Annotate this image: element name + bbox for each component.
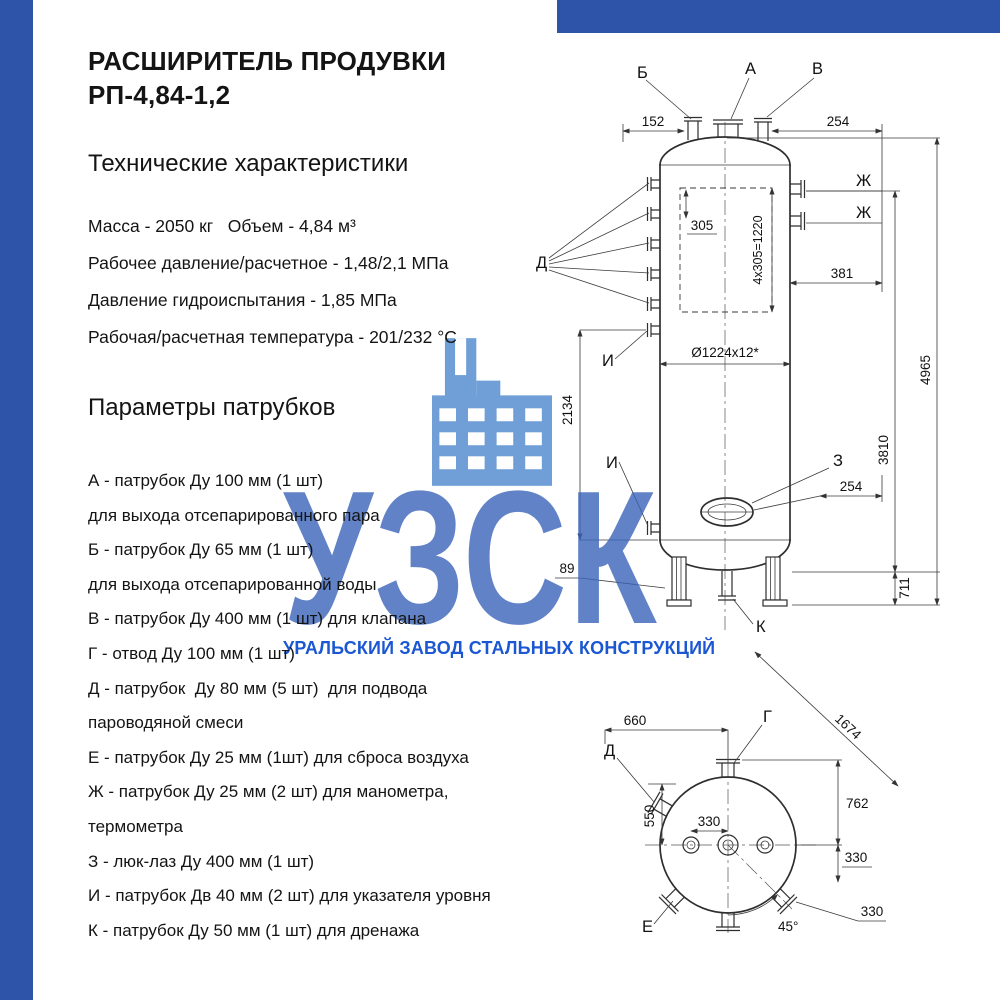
dim-4965: 4965 <box>918 355 933 385</box>
dim-550: 550 <box>642 805 657 828</box>
label-k: К <box>756 618 766 636</box>
dim-1674: 1674 <box>832 711 865 743</box>
nozzle-list: А - патрубок Ду 100 мм (1 шт) для выхода… <box>88 464 491 948</box>
vessel-outline <box>659 136 791 571</box>
radial-nozzles <box>647 758 798 932</box>
support-legs <box>666 556 788 607</box>
center-nozzles <box>682 834 774 856</box>
front-view: Б А В 152 254 Ж Ж 381 <box>536 60 940 636</box>
bottom-view: 330 660 Г Д 550 762 330 <box>604 651 899 936</box>
technical-drawing: Б А В 152 254 Ж Ж 381 <box>536 60 940 936</box>
tech-specs-heading: Технические характеристики <box>88 150 409 177</box>
nozzle-item: К - патрубок Ду 50 мм (1 шт) для дренажа <box>88 920 420 940</box>
label-z: З <box>833 452 843 470</box>
nozzle-item: для выхода отсепарированного пара <box>88 505 380 525</box>
label-v: В <box>812 60 823 78</box>
dim-4x305: 4x305=1220 <box>751 215 765 284</box>
dim-762: 762 <box>846 796 869 811</box>
nozzle-item: И - патрубок Дв 40 мм (2 шт) для указате… <box>88 886 491 906</box>
dim-254-manhole: 254 <box>840 479 863 494</box>
nozzle-b <box>684 116 702 140</box>
tech-specs-list: Масса - 2050 кг Объем - 4,84 м³ Рабочее … <box>88 208 457 356</box>
dim-shell: Ø1224x12* <box>691 345 759 360</box>
nozzle-item: З - люк-лаз Ду 400 мм (1 шт) <box>88 851 315 871</box>
dim-152: 152 <box>642 114 665 129</box>
nozzle-item: А - патрубок Ду 100 мм (1 шт) <box>88 471 324 490</box>
dim-305: 305 <box>691 218 714 233</box>
nozzle-zh-lower <box>790 212 806 230</box>
manhole <box>700 497 754 527</box>
label-d-front: Д <box>536 254 547 272</box>
nozzle-item: В - патрубок Ду 400 мм (1 шт) для клапан… <box>88 609 427 629</box>
nozzle-i-upper <box>646 323 660 337</box>
dim-330-right: 330 <box>845 850 868 865</box>
dim-330-corner: 330 <box>861 904 884 919</box>
factory-icon <box>432 338 552 486</box>
label-g: Г <box>763 708 772 726</box>
nozzle-params-heading: Параметры патрубков <box>88 394 336 421</box>
label-e: Е <box>642 918 653 936</box>
dim-89: 89 <box>559 561 574 576</box>
dim-711: 711 <box>897 577 912 599</box>
nozzle-item: пароводяной смеси <box>88 713 244 733</box>
nozzle-i-lower <box>646 521 660 535</box>
top-accent-bar <box>557 0 1000 33</box>
left-accent-bar <box>0 0 33 1000</box>
nozzle-item: для выхода отсепарированной воды <box>88 574 377 594</box>
label-zh-upper: Ж <box>856 172 872 190</box>
spec-line: Рабочее давление/расчетное - 1,48/2,1 МП… <box>88 253 449 273</box>
label-d-bottom: Д <box>604 742 615 760</box>
nozzle-v <box>754 117 772 141</box>
nozzle-zh-upper <box>790 180 806 198</box>
nozzle-item: Ж - патрубок Ду 25 мм (2 шт) для маномет… <box>88 782 449 802</box>
nozzle-item: Е - патрубок Ду 25 мм (1шт) для сброса в… <box>88 747 469 767</box>
dim-45deg: 45° <box>778 919 798 934</box>
label-a: А <box>745 60 756 78</box>
dim-330-inner: 330 <box>698 814 721 829</box>
spec-line: Рабочая/расчетная температура - 201/232 … <box>88 327 457 347</box>
product-title: РАСШИРИТЕЛЬ ПРОДУВКИ РП-4,84-1,2 <box>88 44 446 113</box>
nozzle-item: термометра <box>88 816 183 836</box>
watermark-logo: УЗСК <box>283 452 659 664</box>
product-title-line2: РП-4,84-1,2 <box>88 80 231 111</box>
spec-line: Масса - 2050 кг Объем - 4,84 м³ <box>88 216 356 236</box>
nozzle-item: Д - патрубок Ду 80 мм (5 шт) для подвода <box>88 678 428 698</box>
dim-3810: 3810 <box>876 435 891 465</box>
label-b: Б <box>637 64 648 82</box>
nozzle-item: Б - патрубок Ду 65 мм (1 шт) <box>88 540 314 560</box>
dim-660: 660 <box>624 713 647 728</box>
nozzle-a <box>713 119 743 137</box>
dim-2134: 2134 <box>560 394 575 425</box>
nozzles-d <box>646 177 660 311</box>
label-zh-lower: Ж <box>856 204 872 222</box>
label-i-upper: И <box>602 352 614 370</box>
spec-line: Давление гидроиспытания - 1,85 МПа <box>88 290 397 310</box>
dim-254-top: 254 <box>827 114 850 129</box>
product-title-line1: РАСШИРИТЕЛЬ ПРОДУВКИ <box>88 46 447 76</box>
drain-nozzle <box>718 571 736 601</box>
label-i-lower: И <box>606 454 618 472</box>
nozzle-item: Г - отвод Ду 100 мм (1 шт) <box>88 643 295 663</box>
dim-381: 381 <box>831 266 854 281</box>
watermark-subtitle: УРАЛЬСКИЙ ЗАВОД СТАЛЬНЫХ КОНСТРУКЦИЙ <box>283 637 716 658</box>
